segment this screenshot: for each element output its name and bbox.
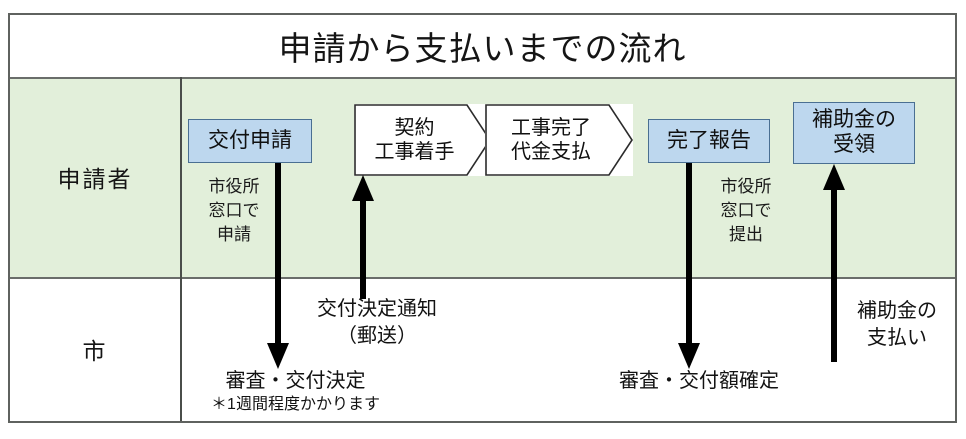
step-grant-application[interactable]: 交付申請 bbox=[188, 119, 312, 163]
caption-review-grant-decision-sub: ＊1週間程度かかります bbox=[211, 396, 380, 413]
city-row-background bbox=[10, 277, 955, 421]
chevron-shape-icon bbox=[485, 104, 633, 176]
caption-review-amount-fixed: 審査・交付額確定 bbox=[619, 370, 779, 392]
arrow-down-report-to-amount-review bbox=[678, 163, 700, 369]
note-grant-decision-notice: 交付決定通知 （郵送） bbox=[317, 298, 437, 347]
row-label-city: 市 bbox=[82, 338, 108, 364]
note-submit-at-counter: 市役所 窓口で 提出 bbox=[720, 177, 772, 244]
step-subsidy-receipt[interactable]: 補助金の 受領 bbox=[793, 102, 915, 164]
arrow-down-application-to-review bbox=[267, 163, 289, 369]
step-work-complete-payment-label: 工事完了 代金支払 bbox=[511, 117, 591, 163]
divider-applicant-city bbox=[10, 277, 955, 279]
step-contract-start-label: 契約 工事着手 bbox=[374, 117, 455, 163]
note-subsidy-payment: 補助金の 支払い bbox=[857, 300, 937, 349]
arrow-up-grant-notice-to-contract bbox=[352, 175, 374, 299]
step-work-complete-payment[interactable]: 工事完了 代金支払 bbox=[485, 104, 633, 176]
divider-title-applicant bbox=[10, 77, 955, 79]
step-contract-start[interactable]: 契約 工事着手 bbox=[354, 104, 491, 176]
row-label-applicant: 申請者 bbox=[57, 166, 133, 192]
note-apply-at-counter: 市役所 窓口で 申請 bbox=[208, 177, 260, 244]
page-title: 申請から支払いまでの流れ bbox=[278, 30, 687, 67]
caption-review-grant-decision: 審査・交付決定 bbox=[225, 370, 366, 392]
flowchart-table: 申請から支払いまでの流れ 申請者 市 交付申請 契約 工事着手 工事完了 代金支… bbox=[8, 13, 957, 423]
divider-label-column bbox=[180, 77, 182, 421]
chevron-shape-icon bbox=[354, 104, 491, 176]
step-completion-report[interactable]: 完了報告 bbox=[648, 119, 770, 163]
arrow-up-payment-to-receipt bbox=[823, 164, 845, 362]
